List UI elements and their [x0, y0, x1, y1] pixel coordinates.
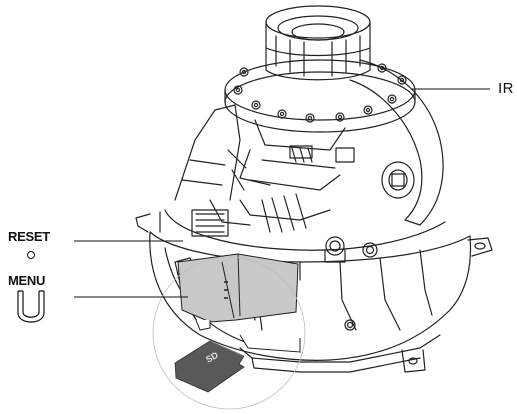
ir-led — [251, 100, 261, 110]
lens-mount — [239, 119, 355, 186]
gimbal-shell — [349, 59, 444, 226]
ir-label: IR — [498, 80, 514, 97]
lens-barrel — [265, 5, 371, 81]
tilt-knob — [381, 161, 415, 199]
ir-led — [397, 75, 407, 85]
housing-base — [135, 209, 493, 373]
inner-chassis — [174, 104, 341, 237]
reset-label: RESET — [8, 229, 50, 244]
ir-led — [335, 112, 345, 122]
menu-u-button-icon — [17, 290, 45, 323]
ir-led — [277, 109, 287, 119]
magnifier-circle — [152, 256, 306, 410]
ir-led — [387, 94, 397, 104]
ir-led — [305, 113, 315, 123]
micro-sd-card-icon: SD — [174, 340, 245, 393]
ir-led-ring — [224, 59, 416, 133]
screw-bottom — [344, 319, 356, 331]
ir-led — [377, 63, 387, 73]
mounting-lug-bottom-right — [401, 349, 426, 373]
cable-connector — [191, 209, 229, 237]
reset-pinhole-icon — [27, 251, 35, 259]
screw-left — [324, 236, 346, 263]
ir-led — [239, 67, 249, 77]
mounting-lug-right — [467, 237, 493, 257]
ir-led — [233, 85, 243, 95]
menu-label: MENU — [8, 273, 46, 288]
mounting-lug-left — [135, 213, 151, 233]
ir-led — [363, 105, 373, 115]
sd-card-callout — [177, 253, 301, 353]
